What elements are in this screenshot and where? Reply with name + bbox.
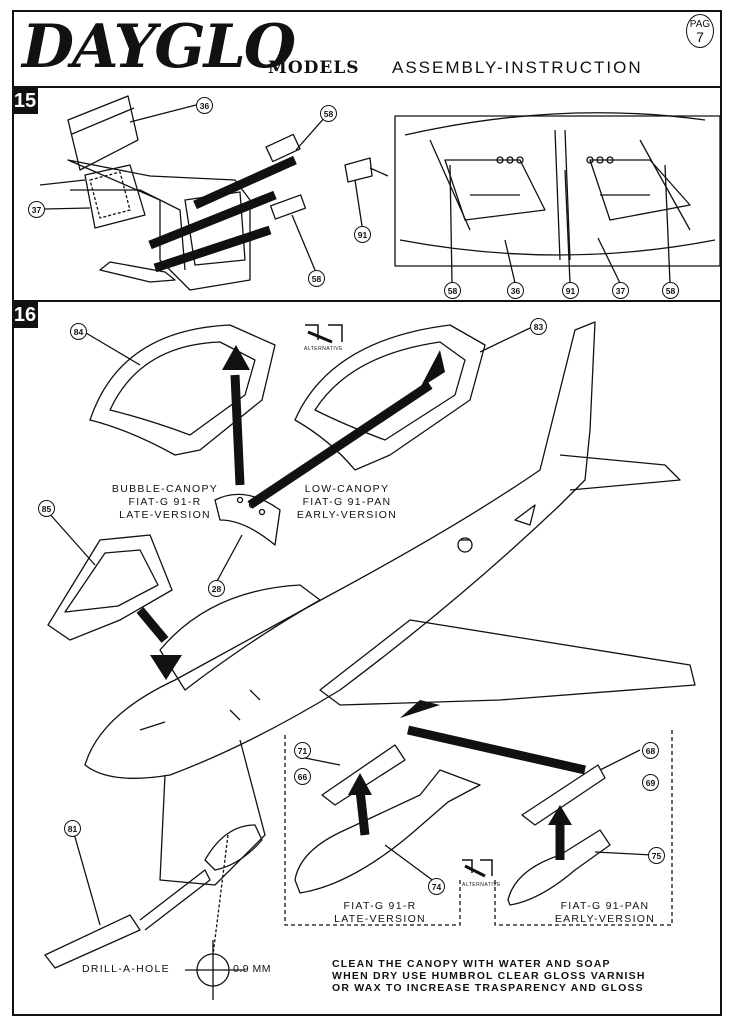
g91pan-early-line2: EARLY-VERSION xyxy=(554,913,656,925)
inset-callout-37: 37 xyxy=(612,282,629,299)
bubble-canopy-line3: LATE-VERSION xyxy=(119,509,211,521)
callout-75: 75 xyxy=(648,847,665,864)
pylon-pan xyxy=(521,764,606,826)
page-label: PAG xyxy=(689,19,711,30)
drill-label: DRILL-A-HOLE xyxy=(82,963,170,975)
inset-frame xyxy=(394,115,721,267)
header-divider xyxy=(12,86,722,88)
tank-r xyxy=(294,769,481,894)
low-canopy-line1: LOW-CANOPY xyxy=(304,483,390,495)
callout-68: 68 xyxy=(642,742,659,759)
bubble-canopy-part xyxy=(89,324,276,456)
callout-58: 58 xyxy=(320,105,337,122)
g91r-late-label: FIAT-G 91-R LATE-VERSION xyxy=(320,900,440,926)
dashed-box-pan xyxy=(494,730,673,926)
low-canopy-label: LOW-CANOPY FIAT-G 91-PAN EARLY-VERSION xyxy=(282,483,412,522)
bubble-canopy-line1: BUBBLE-CANOPY xyxy=(111,483,219,495)
alternative-symbol-1 xyxy=(305,324,343,344)
tank-pan xyxy=(507,829,611,906)
g91r-late-line2: LATE-VERSION xyxy=(334,913,426,925)
callout-37: 37 xyxy=(28,201,45,218)
callout-84: 84 xyxy=(70,323,87,340)
g91r-late-line1: FIAT-G 91-R xyxy=(343,900,417,912)
inset-callout-36: 36 xyxy=(507,282,524,299)
callout-36: 36 xyxy=(196,97,213,114)
windscreen-part xyxy=(47,534,173,641)
note-line2: WHEN DRY USE HUMBROL CLEAR GLOSS VARNISH xyxy=(332,970,646,982)
callout-28: 28 xyxy=(208,580,225,597)
alternative-label-1: ALTERNATIVE xyxy=(304,346,343,352)
dashed-box-r xyxy=(284,735,461,926)
drill-size-label: 0.9 MM xyxy=(233,963,272,975)
callout-71: 71 xyxy=(294,742,311,759)
inset-callout-91: 91 xyxy=(562,282,579,299)
page-number: 7 xyxy=(696,29,704,45)
callout-91: 91 xyxy=(354,226,371,243)
step-divider xyxy=(12,300,722,302)
alternative-label-2: ALTERNATIVE xyxy=(462,882,501,888)
low-canopy-line2: FIAT-G 91-PAN xyxy=(302,496,392,508)
callout-85: 85 xyxy=(38,500,55,517)
callout-81: 81 xyxy=(64,820,81,837)
page-title: ASSEMBLY-INSTRUCTION xyxy=(392,58,643,77)
page-frame xyxy=(12,10,722,1016)
low-canopy-part xyxy=(294,324,486,471)
g91pan-early-label: FIAT-G 91-PAN EARLY-VERSION xyxy=(545,900,665,926)
brand-logo: DAYGLO xyxy=(22,12,296,82)
callout-66: 66 xyxy=(294,768,311,785)
brand-models: MODELS xyxy=(268,58,360,78)
step-15-number: 15 xyxy=(12,88,38,114)
step-16-number: 16 xyxy=(12,302,38,328)
note-line1: CLEAN THE CANOPY WITH WATER AND SOAP xyxy=(332,958,611,970)
page-number-badge: PAG 7 xyxy=(686,14,714,48)
inset-callout-58b: 58 xyxy=(662,282,679,299)
pylon-r xyxy=(321,744,406,806)
inset-callout-58: 58 xyxy=(444,282,461,299)
bubble-canopy-line2: FIAT-G 91-R xyxy=(128,496,202,508)
callout-58b: 58 xyxy=(308,270,325,287)
callout-74: 74 xyxy=(428,878,445,895)
callout-83: 83 xyxy=(530,318,547,335)
low-canopy-line3: EARLY-VERSION xyxy=(296,509,398,521)
alternative-symbol-2 xyxy=(462,859,493,878)
note-line3: OR WAX TO INCREASE TRASPARENCY AND GLOSS xyxy=(332,982,644,994)
callout-69: 69 xyxy=(642,774,659,791)
drill-detail xyxy=(44,824,263,1000)
bubble-canopy-label: BUBBLE-CANOPY FIAT-G 91-R LATE-VERSION xyxy=(100,483,230,522)
canopy-cleaning-note: CLEAN THE CANOPY WITH WATER AND SOAP WHE… xyxy=(332,958,646,994)
g91pan-early-line1: FIAT-G 91-PAN xyxy=(560,900,650,912)
aircraft-fuselage xyxy=(84,321,696,886)
gear-bay-parts xyxy=(39,95,389,291)
